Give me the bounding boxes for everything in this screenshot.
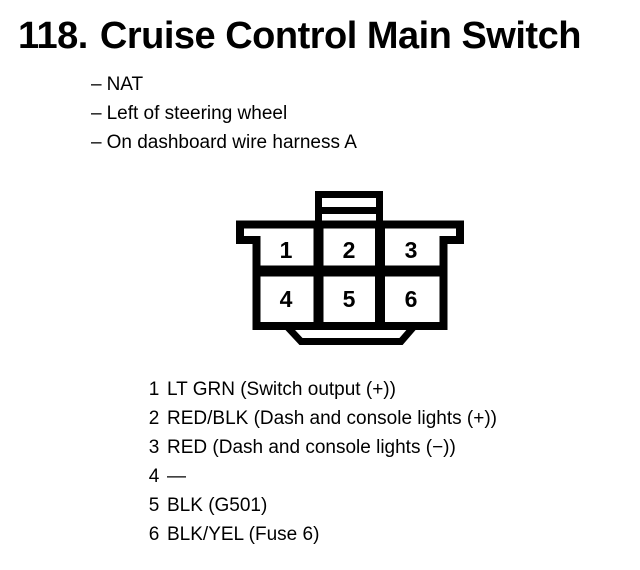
pin-legend-row: 2 RED/BLK (Dash and console lights (+))	[148, 404, 497, 433]
pin-legend: 1 LT GRN (Switch output (+)) 2 RED/BLK (…	[148, 375, 497, 549]
section-heading: 118. Cruise Control Main Switch	[18, 17, 581, 55]
pin-legend-number: 3	[148, 437, 160, 458]
section-title: Cruise Control Main Switch	[99, 15, 582, 57]
pin-number: 4	[280, 286, 293, 312]
pin-number: 5	[343, 286, 356, 312]
note-text: NAT	[106, 74, 144, 95]
pin-number: 3	[405, 237, 418, 263]
pin-legend-number: 4	[148, 466, 160, 487]
pin-number: 1	[280, 237, 293, 263]
section-number: 118.	[18, 15, 88, 57]
pin-legend-text: BLK (G501)	[167, 495, 268, 516]
pin-legend-number: 2	[148, 408, 160, 429]
pin-legend-number: 1	[148, 379, 160, 400]
pin-number: 6	[405, 286, 418, 312]
pin-legend-text: RED/BLK (Dash and console lights (+))	[167, 408, 498, 429]
pin-legend-text: BLK/YEL (Fuse 6)	[167, 524, 320, 545]
pin-legend-number: 5	[148, 495, 160, 516]
pin-legend-text: —	[167, 466, 186, 487]
pin-legend-text: RED (Dash and console lights (−))	[167, 437, 456, 458]
dash-bullet: –	[91, 103, 102, 124]
connector-keyway	[284, 324, 417, 345]
note-item: – NAT	[91, 70, 357, 99]
pin-legend-text: LT GRN (Switch output (+))	[167, 379, 396, 400]
pin-legend-row: 4 —	[148, 462, 497, 491]
pin-legend-row: 3 RED (Dash and console lights (−))	[148, 433, 497, 462]
pin-legend-row: 1 LT GRN (Switch output (+))	[148, 375, 497, 404]
pin-legend-number: 6	[148, 524, 160, 545]
pin-legend-row: 5 BLK (G501)	[148, 491, 497, 520]
dash-bullet: –	[91, 74, 102, 95]
location-notes: – NAT – Left of steering wheel – On dash…	[91, 70, 357, 157]
note-item: – Left of steering wheel	[91, 99, 357, 128]
pin-legend-row: 6 BLK/YEL (Fuse 6)	[148, 520, 497, 549]
dash-bullet: –	[91, 132, 102, 153]
note-text: Left of steering wheel	[106, 103, 288, 124]
pin-number: 2	[343, 237, 356, 263]
note-text: On dashboard wire harness A	[106, 132, 357, 153]
note-item: – On dashboard wire harness A	[91, 128, 357, 157]
